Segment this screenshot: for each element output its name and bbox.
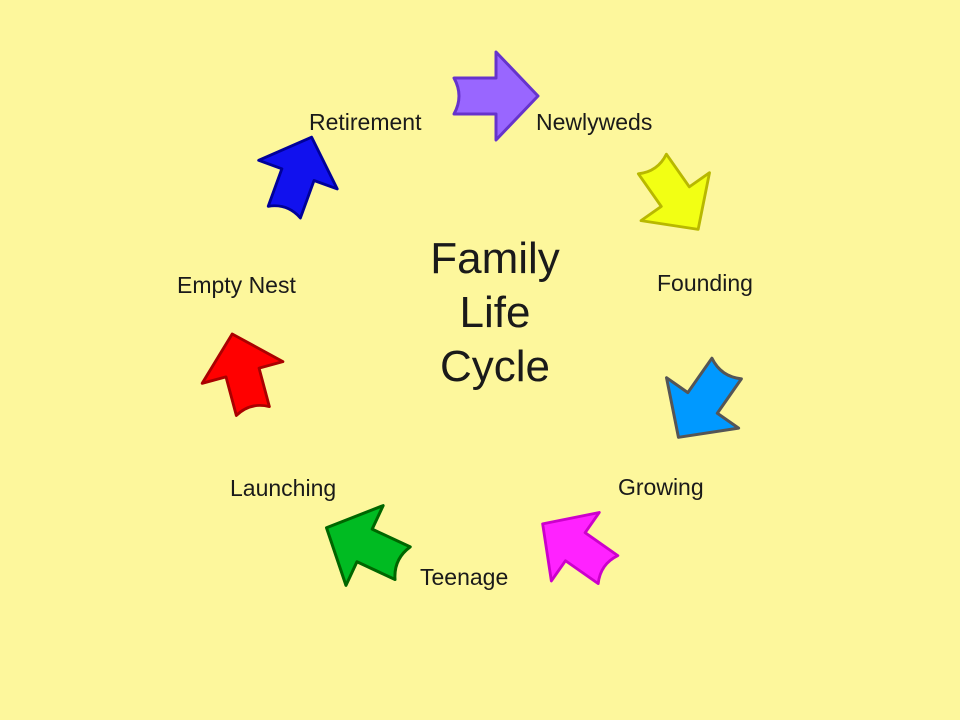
arrow-shape-teenage (541, 511, 620, 586)
arrow-growing (665, 356, 743, 439)
arrow-shape-founding (636, 152, 711, 231)
arrow-founding (636, 152, 711, 231)
title-line-3: Cycle (439, 342, 551, 391)
arrow-retirement (257, 135, 339, 220)
diagram-title: Family Life Cycle (380, 232, 610, 394)
stage-label-retirement: Retirement (309, 109, 422, 135)
arrow-newlyweds (452, 50, 540, 142)
title-line-1: Family (430, 234, 560, 283)
arrow-launching (324, 504, 412, 587)
stage-label-teenage: Teenage (420, 564, 509, 590)
stage-label-launching: Launching (230, 475, 337, 501)
title-line-2: Life (459, 288, 531, 337)
stage-label-newlyweds: Newlyweds (536, 109, 653, 135)
arrow-shape-retirement (257, 135, 339, 220)
arrow-shape-growing (665, 356, 743, 439)
arrow-empty-nest (200, 332, 285, 417)
stage-label-founding: Founding (657, 270, 753, 296)
arrow-shape-newlyweds (452, 50, 540, 142)
arrow-shape-empty-nest (200, 332, 285, 417)
arrow-teenage (541, 511, 620, 586)
stage-label-empty-nest: Empty Nest (177, 272, 296, 298)
arrow-shape-launching (324, 504, 412, 587)
stage-label-growing: Growing (618, 474, 704, 500)
